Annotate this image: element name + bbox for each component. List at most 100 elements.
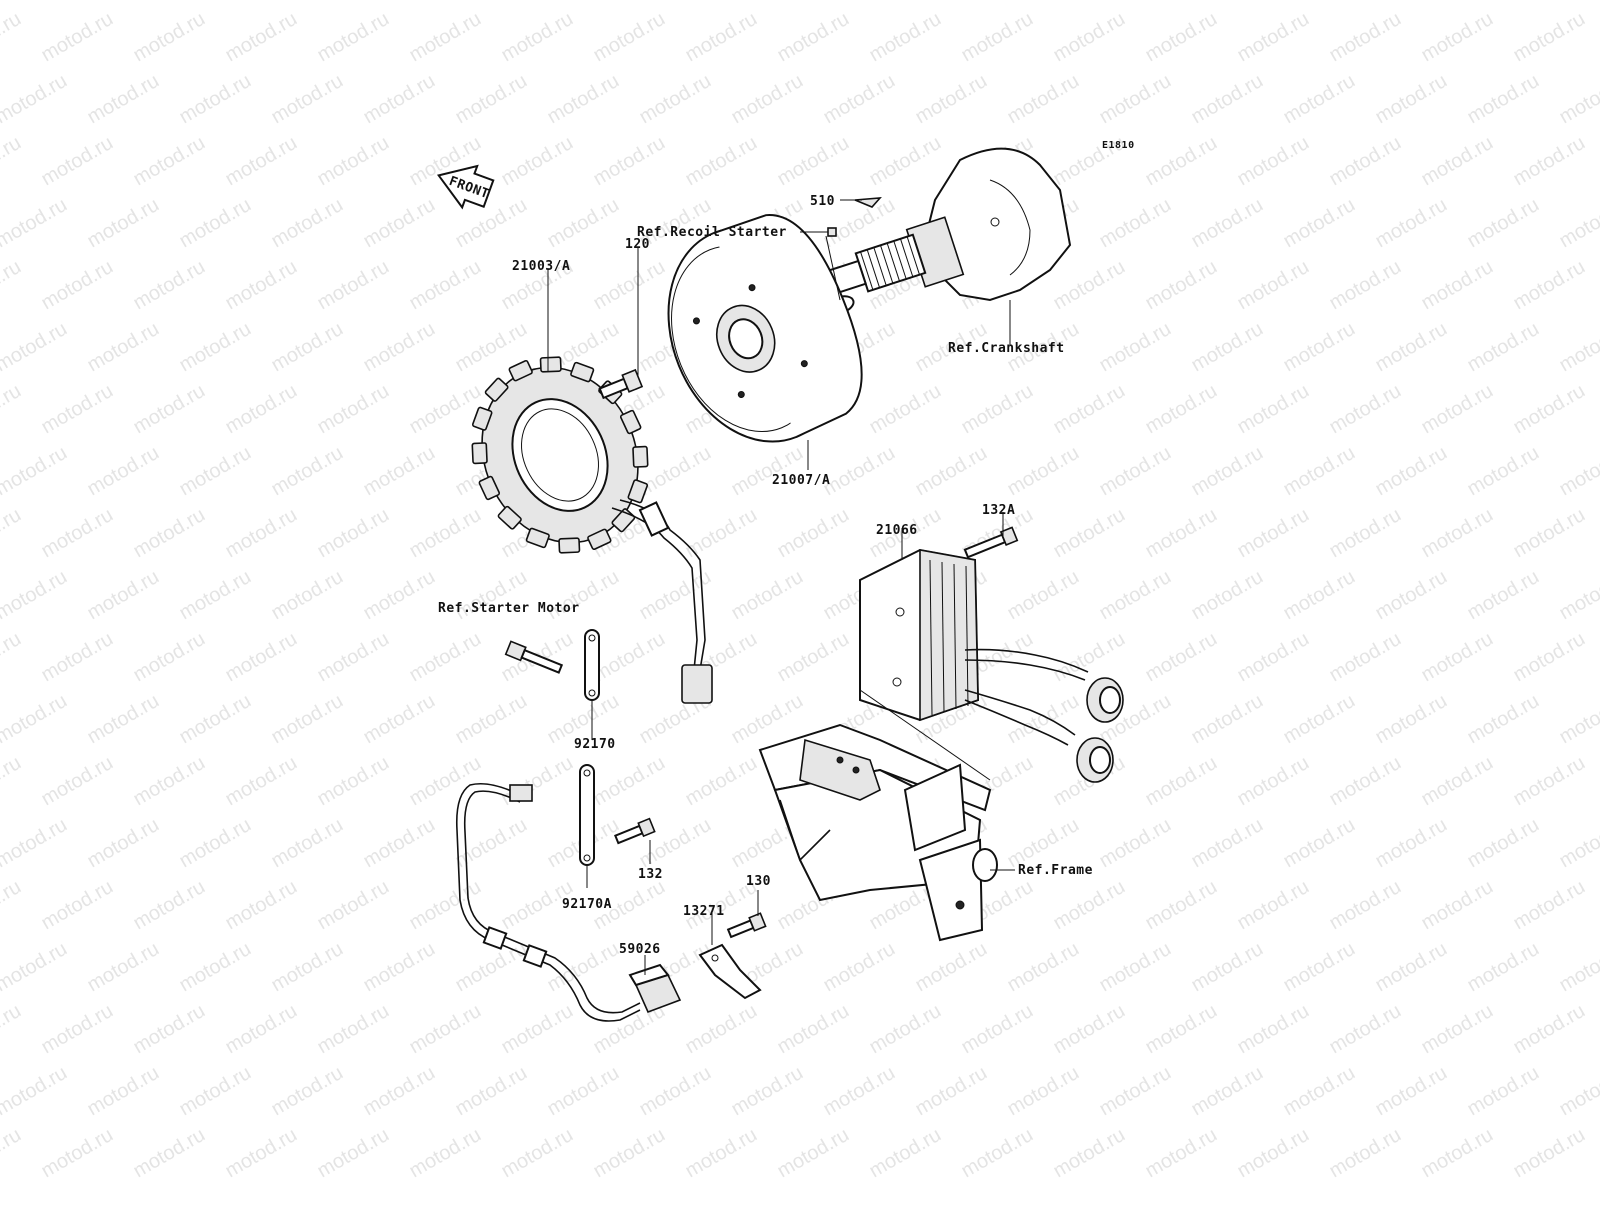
part-120-label: 120 [625, 237, 650, 252]
watermark-text: motod.ru [1234, 256, 1313, 315]
watermark-text: motod.ru [38, 1000, 117, 1059]
watermark-text: motod.ru [1372, 442, 1451, 501]
watermark-text: motod.ru [38, 628, 117, 687]
stator-tooth [559, 538, 580, 553]
watermark-text: motod.ru [1418, 256, 1497, 315]
ref-starter-motor-label: Ref.Starter Motor [438, 601, 580, 616]
watermark-text: motod.ru [1142, 752, 1221, 811]
watermark-text: motod.ru [222, 876, 301, 935]
watermark-text: motod.ru [1188, 194, 1267, 253]
watermark-text: motod.ru [0, 1000, 25, 1059]
watermark-text: motod.ru [176, 318, 255, 377]
watermark-text: motod.ru [406, 628, 485, 687]
watermark-text: motod.ru [590, 132, 669, 191]
watermark-text: motod.ru [0, 380, 25, 439]
watermark-text: motod.ru [1280, 938, 1359, 997]
diagram-code: E1810 [1102, 140, 1135, 151]
watermark-text: motod.ru [1050, 1000, 1129, 1059]
watermark-text: motod.ru [1510, 1124, 1589, 1183]
watermark-text: motod.ru [1280, 70, 1359, 129]
watermark-text: motod.ru [360, 938, 439, 997]
watermark-text: motod.ru [682, 1124, 761, 1183]
watermark-text: motod.ru [1004, 442, 1083, 501]
watermark-text: motod.ru [1280, 814, 1359, 873]
watermark-text: motod.ru [1372, 938, 1451, 997]
watermark-text: motod.ru [1096, 566, 1175, 625]
watermark-text: motod.ru [406, 876, 485, 935]
watermark-text: motod.ru [1464, 690, 1543, 749]
watermark-text: motod.ru [1142, 1000, 1221, 1059]
watermark-text: motod.ru [0, 70, 71, 129]
watermark-text: motod.ru [406, 1000, 485, 1059]
watermark-text: motod.ru [222, 132, 301, 191]
watermark-text: motod.ru [1234, 132, 1313, 191]
watermark-text: motod.ru [1464, 938, 1543, 997]
watermark-text: motod.ru [774, 8, 853, 67]
watermark-text: motod.ru [682, 8, 761, 67]
watermark-text: motod.ru [1372, 194, 1451, 253]
watermark-text: motod.ru [0, 194, 71, 253]
watermark-text: motod.ru [1280, 318, 1359, 377]
watermark-text: motod.ru [176, 690, 255, 749]
watermark-text: motod.ru [1188, 566, 1267, 625]
watermark-text: motod.ru [544, 70, 623, 129]
watermark-text: motod.ru [268, 938, 347, 997]
watermark-text: motod.ru [1142, 628, 1221, 687]
watermark-text: motod.ru [590, 1124, 669, 1183]
watermark-text: motod.ru [0, 256, 25, 315]
watermark-text: motod.ru [1234, 628, 1313, 687]
watermark-text: motod.ru [360, 566, 439, 625]
watermark-text: motod.ru [222, 752, 301, 811]
part-510-label: 510 [810, 194, 835, 209]
watermark-text: motod.ru [1280, 1062, 1359, 1121]
watermark-text: motod.ru [360, 1062, 439, 1121]
lead-92170a-icon [580, 765, 594, 865]
watermark-text: motod.ru [1464, 814, 1543, 873]
watermark-text: motod.ru [84, 318, 163, 377]
watermark-text: motod.ru [314, 1000, 393, 1059]
watermark-text: motod.ru [1004, 1062, 1083, 1121]
watermark-text: motod.ru [84, 566, 163, 625]
watermark-text: motod.ru [1464, 194, 1543, 253]
watermark-text: motod.ru [0, 938, 71, 997]
watermark-text: motod.ru [0, 442, 71, 501]
watermark-text: motod.ru [912, 70, 991, 129]
ref-recoil-starter-label: Ref.Recoil Starter [637, 225, 787, 240]
watermark-text: motod.ru [682, 132, 761, 191]
watermark-text: motod.ru [222, 1124, 301, 1183]
watermark-text: motod.ru [682, 752, 761, 811]
watermark-text: motod.ru [1418, 752, 1497, 811]
watermark-text: motod.ru [130, 504, 209, 563]
watermark-text: motod.ru [314, 504, 393, 563]
watermark-text: motod.ru [820, 1062, 899, 1121]
watermark-text: motod.ru [38, 132, 117, 191]
watermark-text: motod.ru [222, 1000, 301, 1059]
watermark-text: motod.ru [1142, 132, 1221, 191]
watermark-text: motod.ru [1188, 938, 1267, 997]
watermark-text: motod.ru [1142, 1124, 1221, 1183]
watermark-text: motod.ru [1418, 504, 1497, 563]
watermark-text: motod.ru [0, 0, 71, 4]
watermark-text: motod.ru [1004, 0, 1083, 4]
watermark-text: motod.ru [498, 1124, 577, 1183]
watermark-text: motod.ru [0, 814, 71, 873]
watermark-text: motod.ru [130, 628, 209, 687]
watermark-text: motod.ru [1234, 1124, 1313, 1183]
watermark-text: motod.ru [176, 814, 255, 873]
watermark-text: motod.ru [130, 1000, 209, 1059]
watermark-text: motod.ru [268, 70, 347, 129]
watermark-text: motod.ru [1326, 504, 1405, 563]
watermark-text: motod.ru [360, 194, 439, 253]
watermark-text: motod.ru [1510, 1000, 1589, 1059]
watermark-text: motod.ru [38, 380, 117, 439]
watermark-text: motod.ru [958, 1124, 1037, 1183]
watermark-text: motod.ru [1418, 876, 1497, 935]
watermark-text: motod.ru [774, 132, 853, 191]
watermark-text: motod.ru [314, 876, 393, 935]
watermark-text: motod.ru [38, 876, 117, 935]
watermark-text: motod.ru [130, 8, 209, 67]
watermark-text: motod.ru [360, 814, 439, 873]
